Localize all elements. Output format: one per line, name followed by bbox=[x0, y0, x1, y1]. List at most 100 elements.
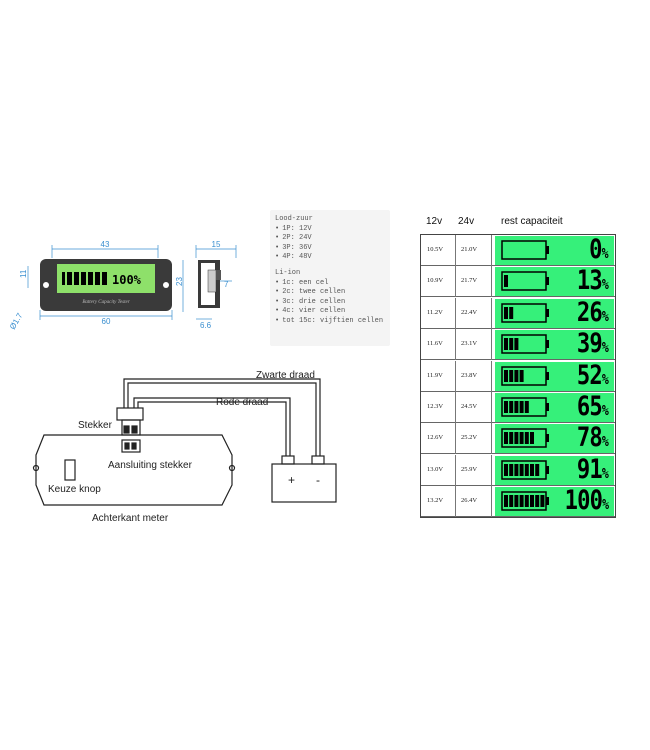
battery-outline bbox=[501, 271, 547, 292]
percent-sign: % bbox=[601, 465, 609, 482]
header-12v: 12v bbox=[426, 216, 443, 227]
battery-bar bbox=[514, 369, 519, 382]
dim-6-6: 6.6 bbox=[200, 321, 212, 330]
battery-bar bbox=[504, 463, 508, 476]
battery-bar bbox=[540, 495, 545, 508]
percent-sign: % bbox=[601, 308, 609, 325]
voltage-12v: 10.9V bbox=[427, 277, 444, 285]
battery-icon bbox=[501, 271, 549, 292]
battery-bar bbox=[509, 495, 514, 508]
voltage-24v: 23.8V bbox=[461, 371, 478, 379]
percent-value: 65 bbox=[576, 391, 603, 422]
wiring-diagram: + - Zwarte draad Rode draad Stekker Aans… bbox=[0, 360, 360, 540]
percent-sign: % bbox=[601, 497, 609, 514]
dim-7: 7 bbox=[224, 280, 229, 289]
dim-hole: Ø1.7 bbox=[8, 311, 25, 331]
meter-dimension-drawing: 100% Battery Capacity Tester 43 60 11 23… bbox=[8, 240, 237, 331]
li-item: 3c: drie cellen bbox=[275, 298, 385, 308]
capacity-lcd: 91% bbox=[495, 454, 614, 485]
battery-tip bbox=[546, 340, 549, 349]
dim-11: 11 bbox=[19, 269, 28, 278]
voltage-12v: 11.9V bbox=[427, 371, 443, 379]
battery-bar bbox=[509, 369, 514, 382]
battery-bar bbox=[509, 463, 514, 476]
li-item: 2c: twee cellen bbox=[275, 288, 385, 298]
battery-icon bbox=[501, 334, 549, 354]
battery-bar bbox=[509, 338, 514, 351]
percent-value: 39 bbox=[576, 328, 603, 360]
capacity-percent: 39% bbox=[576, 328, 609, 360]
wiring-drawing: + - bbox=[32, 378, 337, 506]
percent-sign: % bbox=[601, 371, 609, 388]
header-capacity: rest capaciteit bbox=[501, 216, 563, 227]
battery-bar bbox=[514, 463, 519, 476]
meter-brand: Battery Capacity Tester bbox=[82, 300, 129, 305]
lead-item: 3P: 36V bbox=[275, 244, 385, 254]
battery-bar bbox=[530, 432, 534, 445]
percent-sign: % bbox=[601, 434, 609, 451]
meter-percent: 100% bbox=[112, 273, 142, 287]
voltage-12v: 11.2V bbox=[427, 308, 443, 316]
battery-tip bbox=[546, 246, 549, 254]
li-item: 4c: vier cellen bbox=[275, 307, 385, 317]
capacity-lcd: 13% bbox=[495, 265, 614, 297]
battery-icon bbox=[501, 460, 549, 480]
battery-outline bbox=[501, 397, 547, 417]
battery-bar bbox=[514, 432, 519, 445]
battery-tip bbox=[546, 371, 549, 380]
capacity-lcd: 0% bbox=[495, 234, 614, 265]
voltage-24v: 21.0V bbox=[461, 246, 478, 253]
battery-bar bbox=[504, 495, 508, 508]
percent-sign: % bbox=[601, 403, 609, 419]
battery-icon bbox=[501, 397, 549, 417]
capacity-lcd: 26% bbox=[495, 297, 614, 328]
lead-item: 1P: 12V bbox=[275, 225, 385, 235]
voltage-24v: 25.9V bbox=[461, 465, 478, 473]
lead-item: 2P: 24V bbox=[275, 234, 385, 244]
capacity-percent: 78% bbox=[577, 422, 609, 453]
battery-type-info: Lood-zuur 1P: 12V 2P: 24V 3P: 36V 4P: 48… bbox=[270, 210, 390, 346]
li-ion-list: 1c: een cel 2c: twee cellen 3c: drie cel… bbox=[275, 279, 385, 327]
battery-bar bbox=[504, 338, 508, 351]
voltage-12v: 10.5V bbox=[427, 246, 444, 253]
battery-bar bbox=[519, 495, 524, 508]
lead-item: 4P: 48V bbox=[275, 253, 385, 263]
battery-bar bbox=[514, 495, 519, 508]
dim-60: 60 bbox=[102, 317, 111, 326]
battery-bar bbox=[524, 401, 529, 413]
capacity-lcd: 78% bbox=[495, 422, 614, 454]
dim-23: 23 bbox=[175, 277, 184, 286]
battery-tip bbox=[546, 308, 549, 317]
percent-sign: % bbox=[601, 277, 609, 294]
voltage-24v: 26.4V bbox=[461, 497, 478, 505]
battery-outline bbox=[501, 428, 547, 449]
capacity-percent: 0% bbox=[589, 234, 608, 265]
capacity-percent: 52% bbox=[577, 360, 609, 391]
battery-icon bbox=[501, 365, 549, 386]
dim-15: 15 bbox=[212, 240, 221, 249]
battery-bar bbox=[524, 495, 529, 508]
lead-acid-title: Lood-zuur bbox=[275, 215, 313, 223]
battery-bar bbox=[524, 432, 529, 445]
percent-value: 13 bbox=[576, 265, 603, 297]
table-row: 10.9V 21.7V 13% bbox=[421, 265, 615, 298]
battery-bar bbox=[514, 338, 519, 351]
li-item: tot 15c: vijftien cellen bbox=[275, 317, 385, 327]
black-wire-label: Zwarte draad bbox=[256, 370, 315, 381]
battery-plus: + bbox=[288, 473, 295, 487]
battery-bar bbox=[530, 463, 534, 476]
battery-icon bbox=[501, 303, 549, 323]
battery-tip bbox=[546, 434, 549, 443]
voltage-24v: 21.7V bbox=[461, 277, 478, 285]
battery-bar bbox=[519, 432, 524, 445]
percent-sign: % bbox=[601, 246, 609, 262]
battery-bar bbox=[514, 401, 519, 413]
battery-outline bbox=[501, 303, 547, 323]
battery-outline bbox=[501, 491, 547, 511]
dim-43: 43 bbox=[101, 240, 110, 249]
plug-label: Stekker bbox=[78, 420, 112, 431]
